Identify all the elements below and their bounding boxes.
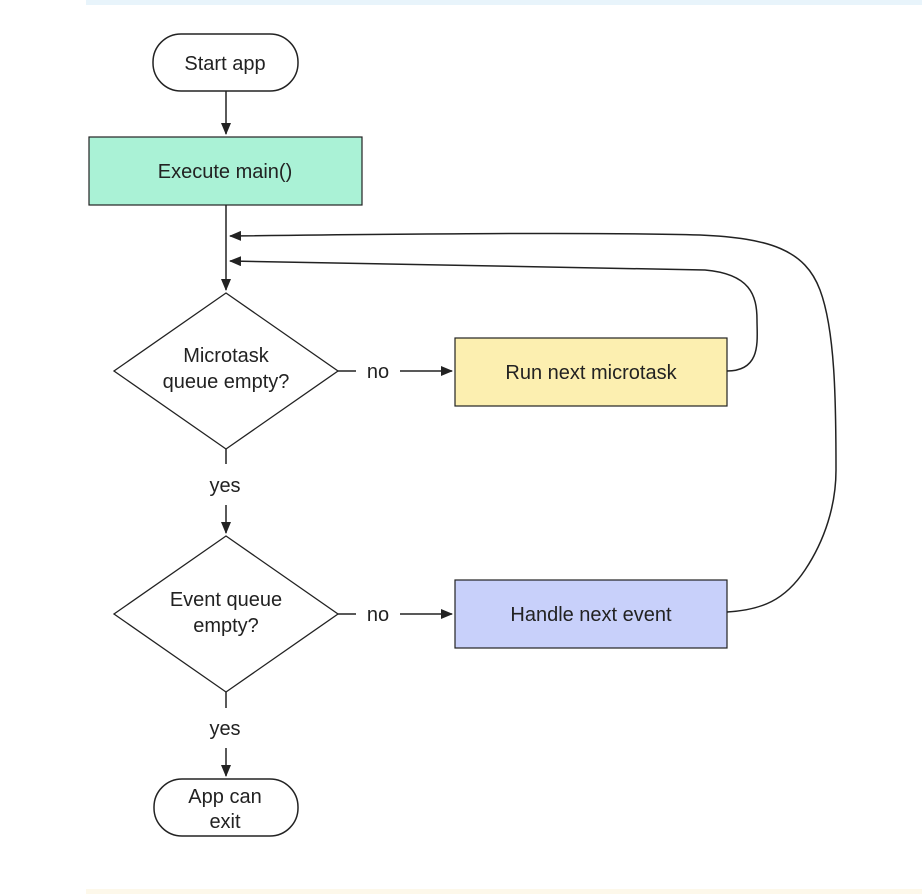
microtask-no-label: no [367, 361, 389, 383]
app-can-exit-line1: App can [188, 786, 261, 808]
microtask-question-line2: queue empty? [163, 371, 290, 393]
event-yes-label: yes [209, 718, 240, 740]
microtask-yes-label: yes [209, 475, 240, 497]
run-next-microtask-label: Run next microtask [505, 362, 677, 384]
event-loop-back-arrow [229, 230, 837, 613]
event-question-line1: Event queue [170, 589, 282, 611]
event-queue-empty-decision [112, 535, 340, 693]
top-edge-strip [86, 0, 922, 5]
event-question-line2: empty? [193, 615, 259, 637]
handle-next-event-node [454, 579, 728, 649]
execute-main-node [88, 136, 363, 206]
microtask-question-line1: Microtask [183, 345, 270, 367]
event-no-label: no [367, 604, 389, 626]
run-next-microtask-node [454, 337, 728, 407]
bottom-edge-strip [86, 889, 922, 894]
execute-main-label: Execute main() [158, 161, 293, 183]
app-can-exit-line2: exit [209, 811, 241, 833]
app-can-exit-node [153, 778, 299, 837]
start-app-label: Start app [184, 53, 265, 75]
microtask-loop-back-arrow [229, 256, 758, 372]
handle-next-event-label: Handle next event [510, 604, 672, 626]
